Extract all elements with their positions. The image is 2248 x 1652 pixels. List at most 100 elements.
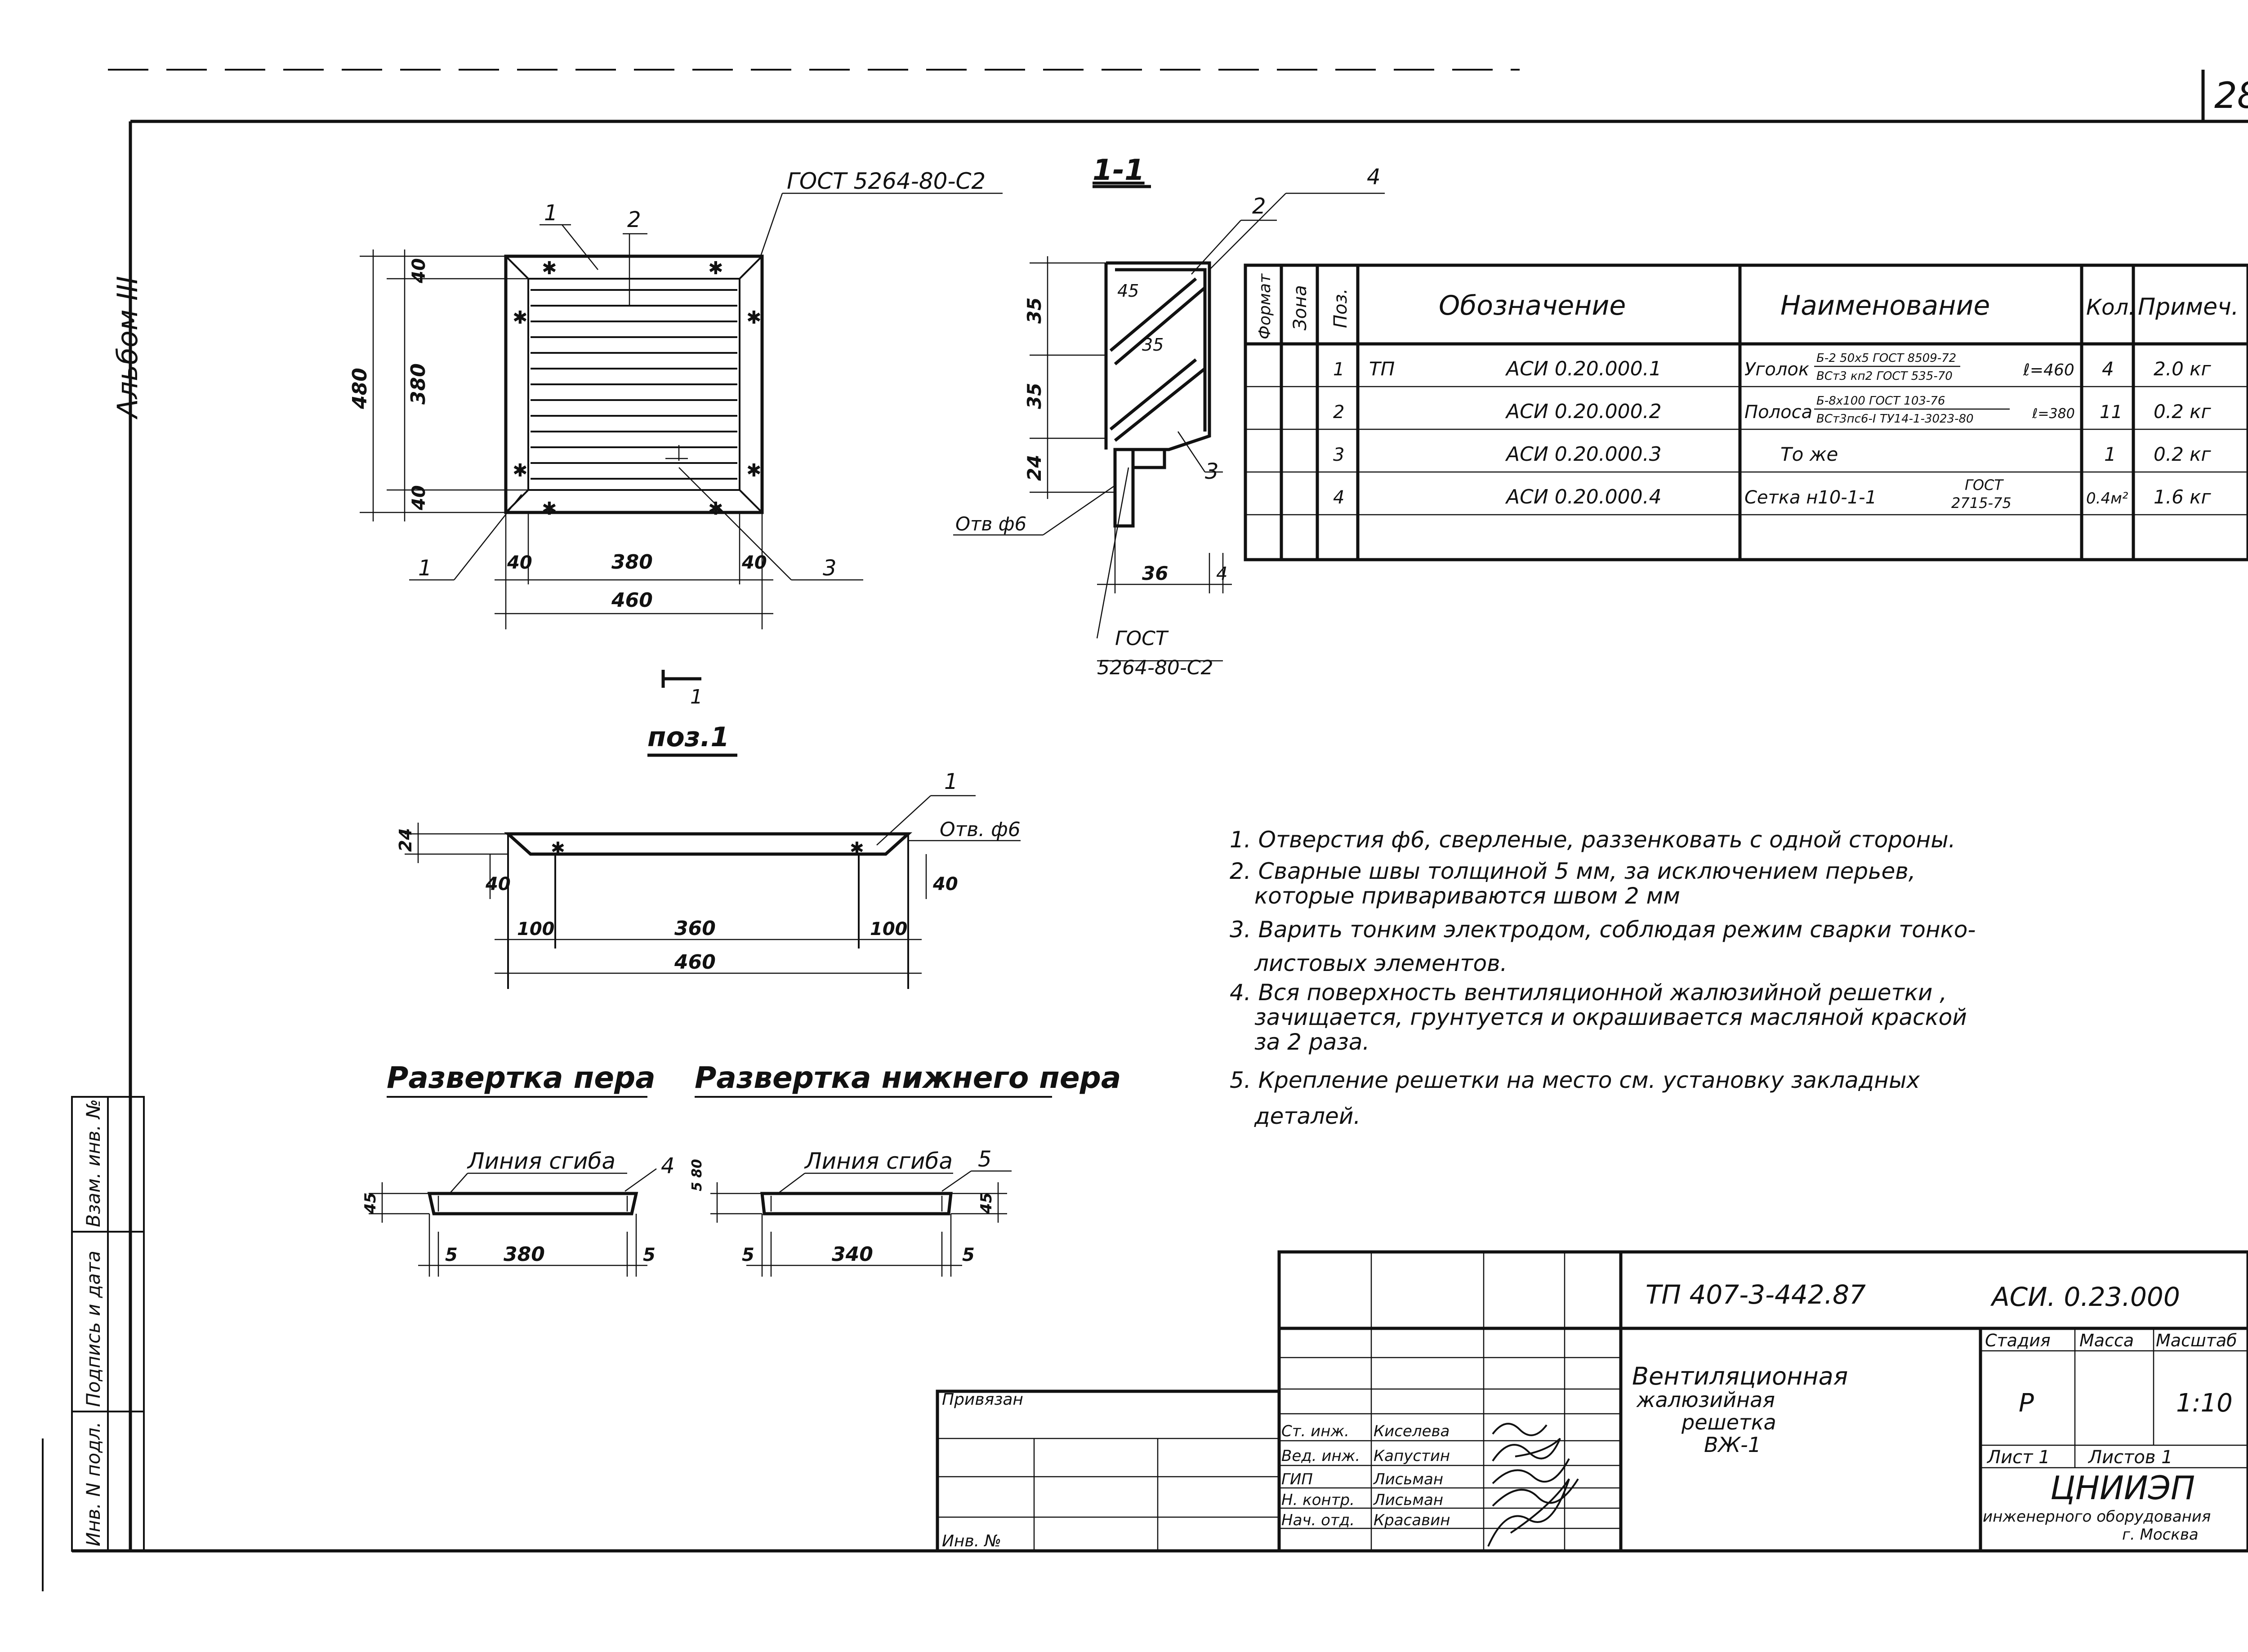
note-line: которые привариваются швом 2 мм [1254,883,1680,909]
role-label: Н. контр. [1281,1491,1355,1509]
plan-dim-40-left: 40 [507,552,532,573]
svg-text:0.4м²: 0.4м² [2086,490,2128,508]
pos1-weld-right: ✱ [850,838,864,858]
table-row: 1 ТП АСИ 0.20.000.1 Уголок Б-2 50х5 ГОСТ… [1333,352,2212,383]
title-sheet: Лист 1 [1986,1447,2050,1468]
dev-upper-title: Развертка пера [387,1060,656,1095]
section-dim-36: 36 [1142,562,1168,584]
svg-text:✱: ✱ [542,499,557,519]
svg-text:ВСт3пс6-I ТУ14-1-3023-80: ВСт3пс6-I ТУ14-1-3023-80 [1816,412,1974,426]
title-stage: Р [2019,1389,2034,1418]
plan-dim-40-top: 40 [409,258,429,284]
signature-roles: Ст. инж. Киселева Вед. инж. Капустин ГИП… [1281,1422,1450,1529]
title-scale: 1:10 [2176,1389,2233,1418]
pos1-leader-1: 1 [944,769,958,794]
title-scale-label: Масштаб [2156,1331,2237,1350]
svg-text:АСИ 0.20.000.3: АСИ 0.20.000.3 [1505,443,1662,466]
weld-marks: ✱ ✱ ✱ ✱ ✱ ✱ ✱ ✱ [513,258,762,519]
pos1-dim-360: 360 [674,917,716,940]
table-row: 3 АСИ 0.20.000.3 То же 1 0.2 кг [1333,443,2212,466]
role-name: Лисьман [1373,1491,1443,1509]
signatures [1487,1423,1579,1547]
svg-text:АСИ 0.20.000.1: АСИ 0.20.000.1 [1505,357,1662,380]
svg-text:2715-75: 2715-75 [1951,494,2012,512]
pos1-dim-40-right: 40 [932,874,958,895]
svg-text:Полоса: Полоса [1744,402,1812,423]
pos1-dim-40-left: 40 [485,874,511,895]
plan-leader-1-top: 1 [544,200,558,226]
svg-text:1.6 кг: 1.6 кг [2154,486,2212,508]
plan-dim-460: 460 [611,589,653,612]
title-name-4: ВЖ-1 [1704,1433,1761,1457]
role-name: Капустин [1374,1447,1450,1465]
svg-text:1: 1 [1333,359,1344,380]
plan-gost-note: ГОСТ 5264-80-С2 [787,168,986,194]
svg-text:✱: ✱ [746,460,762,481]
pos1-dim-24: 24 [396,828,415,852]
section-dim-35-a: 35 [1023,298,1045,324]
spec-header-qty: Кол. [2086,295,2135,320]
svg-text:0.2 кг: 0.2 кг [2154,443,2212,465]
role-label: Нач. отд. [1281,1511,1355,1529]
note-line: 1. Отверстия ф6, сверленые, раззенковать… [1230,827,1956,853]
plan-view: ✱ ✱ ✱ ✱ ✱ ✱ ✱ ✱ 1 2 ГОСТ 5264-80-С2 1 3 [348,168,1003,708]
svg-text:То же: То же [1780,443,1838,465]
inv-no-label: Инв. № [942,1532,1001,1550]
title-name-1: Вентиляционная [1632,1362,1848,1390]
role-label: Вед. инж. [1281,1447,1360,1465]
dev-upper-pos: 4 [661,1153,675,1179]
role-name: Киселева [1374,1422,1450,1440]
dev-upper-dim-5-right: 5 [643,1245,656,1265]
svg-text:ГОСТ: ГОСТ [1965,476,2004,494]
note-line: за 2 раза. [1254,1029,1369,1055]
svg-text:АСИ 0.20.000.2: АСИ 0.20.000.2 [1505,400,1662,423]
pos1-view: поз.1 ✱ ✱ 1 Отв. ф6 24 40 40 100 360 100… [396,721,1021,989]
svg-text:ℓ=460: ℓ=460 [2023,361,2074,379]
stamp-inv-podl: Инв. N подл. [82,1422,104,1547]
note-line: 5. Крепление решетки на место см. устано… [1230,1067,1920,1093]
stamp-podpis-data: Подпись и дата [82,1251,104,1407]
svg-text:Уголок: Уголок [1744,359,1809,380]
svg-text:✱: ✱ [513,307,528,328]
technical-notes: 1. Отверстия ф6, сверленые, раззенковать… [1230,827,1976,1129]
title-project: ТП 407-3-442.87 [1646,1279,1866,1310]
pos1-dim-100-right: 100 [870,919,908,940]
plan-dim-480: 480 [348,368,371,410]
pos1-hole-note: Отв. ф6 [940,818,1021,841]
svg-text:11: 11 [2100,402,2123,423]
title-stage-label: Стадия [1985,1331,2051,1350]
dev-lower-h3: 45 [977,1193,995,1214]
album-label: Альбом III [111,276,144,420]
section-leader-4: 4 [1367,165,1381,190]
section-angle-45: 45 [1117,281,1139,301]
plan-dim-380-v: 380 [407,363,430,405]
title-mass-label: Масса [2079,1331,2134,1350]
plan-dim-40-bottom: 40 [409,485,429,511]
svg-text:Б-2 50х5 ГОСТ 8509-72: Б-2 50х5 ГОСТ 8509-72 [1816,352,1956,365]
svg-text:✱: ✱ [513,460,528,481]
title-code: АСИ. 0.23.000 [1990,1282,2180,1312]
note-line: листовых элементов. [1254,950,1508,976]
svg-text:✱: ✱ [746,307,762,328]
dev-lower-h1: 5 [689,1182,705,1191]
spec-header-format: Формат [1256,273,1274,339]
svg-text:ℓ=380: ℓ=380 [2032,406,2075,422]
dev-upper-dim-5-left: 5 [445,1245,458,1265]
section-angle-35: 35 [1142,335,1164,355]
svg-text:4: 4 [1333,487,1344,508]
section-1-1: 1-1 45 35 2 4 3 35 35 24 Отв ф6 [953,154,1385,679]
plan-leader-2: 2 [627,207,641,232]
note-line: деталей. [1254,1103,1360,1129]
title-name-3: решетка [1681,1410,1776,1434]
section-dim-4: 4 [1216,564,1227,584]
dev-upper-h: 45 [361,1193,379,1214]
spec-header-designation: Обозначение [1439,290,1626,321]
dev-lower-title: Развертка нижнего пера [695,1060,1121,1095]
note-line: зачищается, грунтуется и окрашивается ма… [1254,1004,1967,1030]
title-name-2: жалюзийная [1636,1388,1775,1412]
side-stamp: Инв. N подл. Подпись и дата Взам. инв. № [71,1096,145,1552]
section-gost-line1: ГОСТ [1115,627,1169,650]
table-row: 2 АСИ 0.20.000.2 Полоса Б-8х100 ГОСТ 103… [1333,394,2212,426]
role-name: Лисьман [1373,1470,1443,1488]
